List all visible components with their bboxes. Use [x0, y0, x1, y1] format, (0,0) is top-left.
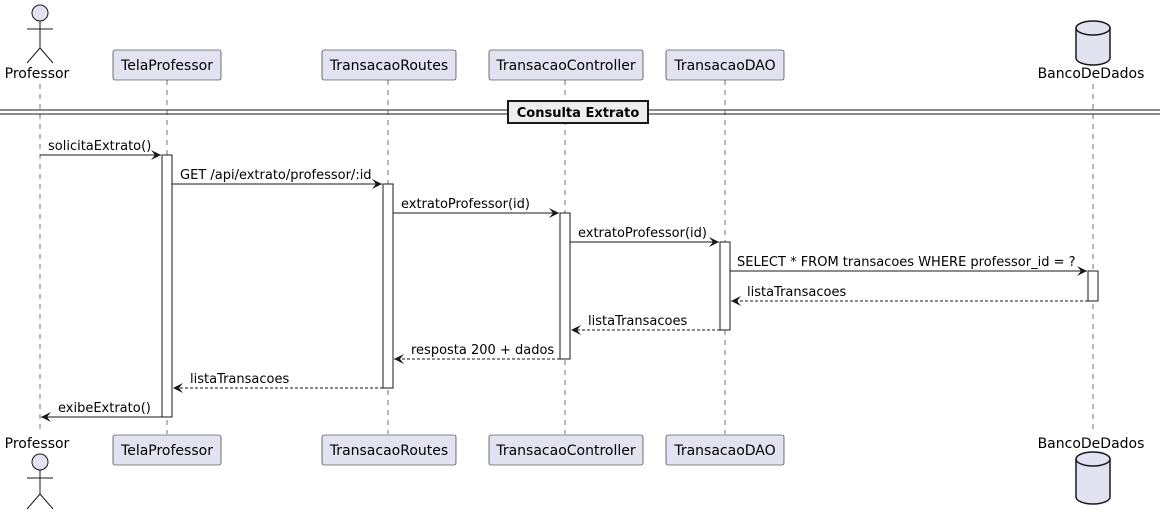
- database-icon: [1075, 451, 1111, 505]
- participant-label-db: BancoDeDados: [1038, 66, 1145, 82]
- participant-tela: TelaProfessor: [112, 49, 222, 81]
- message-10: exibeExtrato(): [41, 401, 172, 422]
- database-db: BancoDeDados: [1038, 20, 1145, 82]
- participant-label-professor: Professor: [5, 66, 70, 82]
- message-label: solicitaExtrato(): [48, 139, 151, 154]
- activation-controller: [559, 212, 571, 360]
- message-2: GET /api/extrato/professor/:id: [172, 168, 382, 189]
- participant-label-db: BancoDeDados: [1038, 436, 1145, 452]
- actor-icon: [26, 4, 54, 64]
- message-label: extratoProfessor(id): [578, 226, 707, 241]
- database-icon: [1075, 20, 1111, 66]
- participant-label-controller: TransacaoController: [495, 58, 636, 74]
- activations: [161, 154, 1099, 418]
- message-label: listaTransacoes: [588, 314, 687, 329]
- participants-top: Professor TelaProfessor TransacaoRoutes …: [5, 4, 1145, 82]
- message-label: extratoProfessor(id): [401, 197, 530, 212]
- activation-db: [1087, 270, 1099, 302]
- message-label: resposta 200 + dados: [411, 343, 554, 358]
- actor-professor: Professor: [5, 4, 70, 82]
- participant-dao: TransacaoDAO: [665, 49, 785, 81]
- participant-label-routes: TransacaoRoutes: [329, 443, 448, 459]
- participant-label-professor: Professor: [5, 436, 70, 452]
- participant-tela-bottom: TelaProfessor: [112, 434, 222, 466]
- participant-routes-bottom: TransacaoRoutes: [321, 434, 457, 466]
- actor-icon: [26, 453, 54, 510]
- message-1: solicitaExtrato(): [40, 139, 161, 160]
- messages: solicitaExtrato() GET /api/extrato/profe…: [40, 139, 1088, 422]
- message-label: GET /api/extrato/professor/:id: [180, 168, 372, 183]
- message-4: extratoProfessor(id): [570, 226, 719, 247]
- participant-label-tela: TelaProfessor: [120, 443, 213, 459]
- participants-bottom: Professor TelaProfessor TransacaoRoutes …: [5, 434, 1145, 510]
- actor-professor-bottom: Professor: [5, 436, 70, 510]
- divider: Consulta Extrato: [0, 100, 1160, 124]
- activation-tela: [161, 154, 173, 418]
- message-label: exibeExtrato(): [58, 401, 151, 416]
- message-9-return: listaTransacoes: [173, 372, 383, 393]
- message-label: SELECT * FROM transacoes WHERE professor…: [737, 255, 1076, 270]
- participant-controller: TransacaoController: [488, 49, 644, 81]
- message-7-return: listaTransacoes: [571, 314, 720, 335]
- message-label: listaTransacoes: [747, 285, 846, 300]
- message-5: SELECT * FROM transacoes WHERE professor…: [730, 255, 1087, 276]
- participant-label-routes: TransacaoRoutes: [329, 58, 448, 74]
- participant-routes: TransacaoRoutes: [321, 49, 457, 81]
- message-8-return: resposta 200 + dados: [394, 343, 560, 364]
- message-3: extratoProfessor(id): [393, 197, 559, 218]
- participant-label-dao: TransacaoDAO: [673, 443, 775, 459]
- participant-controller-bottom: TransacaoController: [488, 434, 644, 466]
- message-label: listaTransacoes: [190, 372, 289, 387]
- database-db-bottom: BancoDeDados: [1038, 436, 1145, 505]
- participant-label-controller: TransacaoController: [495, 443, 636, 459]
- activation-dao: [719, 241, 731, 331]
- divider-label: Consulta Extrato: [517, 106, 640, 121]
- participant-dao-bottom: TransacaoDAO: [665, 434, 785, 466]
- participant-label-dao: TransacaoDAO: [673, 58, 775, 74]
- message-6-return: listaTransacoes: [731, 285, 1088, 306]
- participant-label-tela: TelaProfessor: [120, 58, 213, 74]
- activation-routes: [382, 183, 394, 389]
